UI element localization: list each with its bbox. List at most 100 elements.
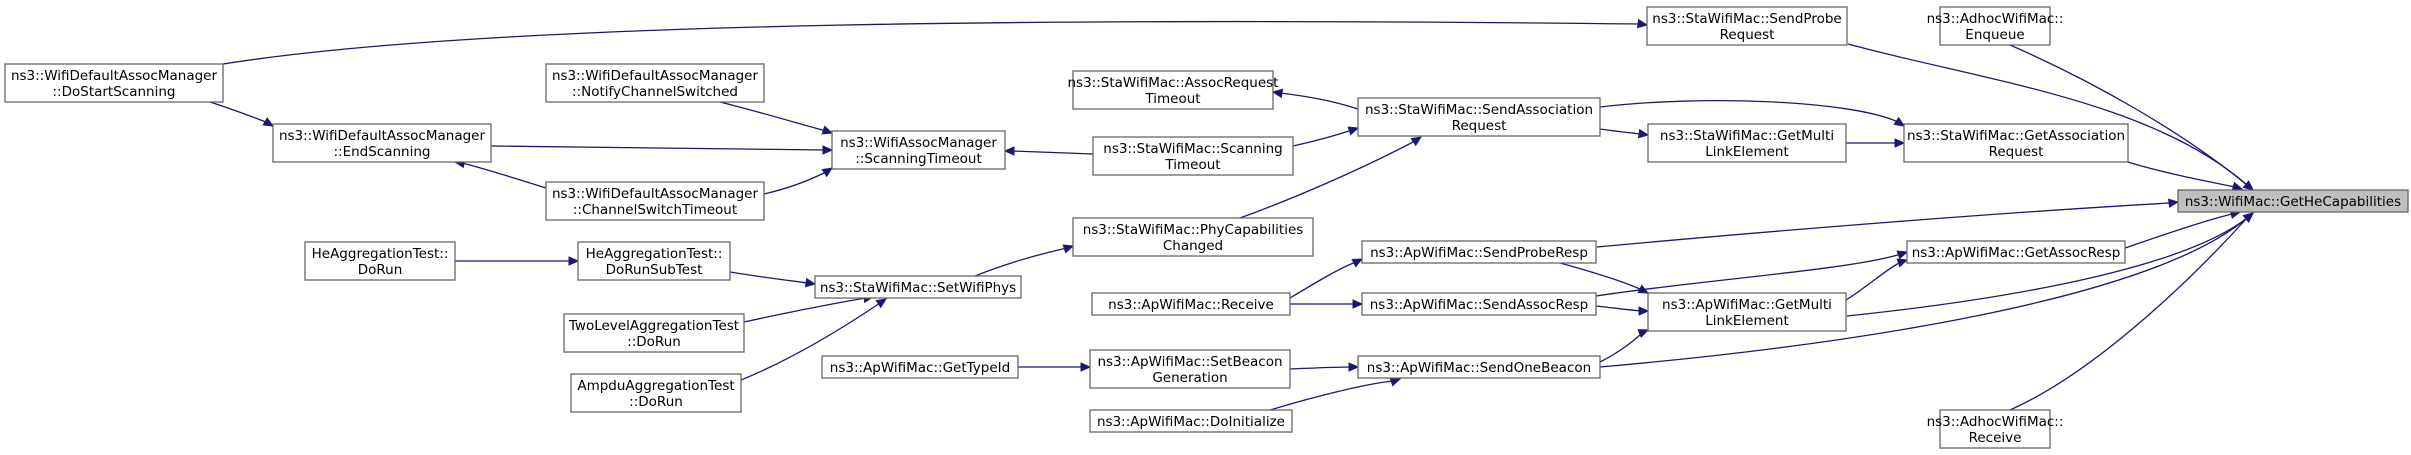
node-label: ns3::StaWifiMac::PhyCapabilities — [1083, 222, 1304, 238]
node-ap-get-type-id[interactable]: ns3::ApWifiMac::GetTypeId — [821, 355, 1019, 379]
node-box — [1647, 123, 1847, 163]
call-edge-line — [1599, 217, 2248, 368]
call-edge — [1292, 126, 1360, 147]
node-adhoc-receive[interactable]: ns3::AdhocWifiMac::Receive — [1927, 409, 2064, 449]
call-edge — [1289, 258, 1364, 299]
node-label: TwoLevelAggregationTest — [568, 318, 739, 334]
call-edge — [729, 271, 817, 288]
call-edge-line — [2124, 213, 2233, 249]
node-box — [821, 355, 1019, 379]
node-label: DoRun — [358, 262, 403, 278]
node-box — [831, 130, 1006, 170]
call-edge — [1847, 43, 2254, 191]
call-edge-line — [209, 101, 267, 123]
node-default-end-scanning[interactable]: ns3::WifiDefaultAssocManager::EndScannin… — [272, 123, 492, 163]
arrow-head-icon — [1348, 362, 1360, 372]
call-edge — [1599, 329, 1650, 363]
call-edge-line — [729, 271, 809, 284]
node-box — [814, 275, 1022, 299]
node-ampdu-aggregation-do-run[interactable]: AmpduAggregationTest::DoRun — [570, 373, 742, 413]
call-edge-line — [2127, 161, 2236, 188]
node-box — [563, 313, 745, 353]
call-edge-line — [740, 302, 881, 381]
node-label: LinkElement — [1705, 313, 1789, 329]
node-ap-send-assoc-resp[interactable]: ns3::ApWifiMac::SendAssocResp — [1361, 292, 1597, 316]
node-box — [1361, 292, 1597, 316]
node-default-do-start-scanning[interactable]: ns3::WifiDefaultAssocManager::DoStartSca… — [4, 63, 224, 103]
node-ap-send-probe-resp[interactable]: ns3::ApWifiMac::SendProbeResp — [1361, 240, 1597, 264]
call-edge — [740, 298, 888, 381]
node-box — [1072, 217, 1314, 257]
arrow-head-icon — [2242, 212, 2254, 223]
node-label: ns3::ApWifiMac::SetBeacon — [1097, 354, 1282, 370]
call-edge — [974, 244, 1075, 277]
node-default-channel-switch-timeout[interactable]: ns3::WifiDefaultAssocManager::ChannelSwi… — [545, 181, 765, 221]
node-label: ns3::ApWifiMac::GetTypeId — [830, 360, 1010, 376]
call-edge-line — [1559, 262, 1643, 291]
node-label: ns3::WifiDefaultAssocManager — [279, 128, 486, 144]
call-edge-line — [1239, 140, 1416, 219]
call-edge — [1595, 250, 1909, 297]
node-ap-send-one-beacon[interactable]: ns3::ApWifiMac::SendOneBeacon — [1357, 355, 1601, 379]
node-label: Timeout — [1144, 91, 1200, 107]
node-label: ns3::ApWifiMac::SendProbeResp — [1370, 245, 1588, 261]
call-edge — [455, 256, 580, 266]
node-ap-do-initialize[interactable]: ns3::ApWifiMac::DoInitialize — [1089, 409, 1293, 433]
node-box — [1939, 6, 2051, 46]
call-edge — [1845, 138, 1906, 148]
node-label: ns3::WifiAssocManager — [840, 135, 997, 151]
call-edge — [2124, 209, 2242, 249]
node-label: ::DoRun — [629, 394, 683, 410]
node-label: ::ScanningTimeout — [855, 151, 982, 167]
arrow-head-icon — [1003, 146, 1015, 156]
arrow-head-icon — [2242, 180, 2254, 191]
node-box — [1072, 70, 1274, 110]
node-label: ns3::WifiDefaultAssocManager — [552, 186, 759, 202]
node-ap-receive[interactable]: ns3::ApWifiMac::Receive — [1091, 292, 1291, 316]
node-box — [1903, 123, 2129, 163]
node-label: AmpduAggregationTest — [577, 378, 734, 394]
call-edge — [763, 167, 834, 195]
node-he-aggregation-do-run-sub-test[interactable]: HeAggregationTest::DoRunSubTest — [577, 241, 731, 281]
node-sta-set-wifi-phys[interactable]: ns3::StaWifiMac::SetWifiPhys — [814, 275, 1022, 299]
node-assoc-manager-scanning-timeout[interactable]: ns3::WifiAssocManager::ScanningTimeout — [831, 130, 1006, 170]
node-box — [1646, 6, 1848, 46]
arrow-head-icon — [2167, 198, 2180, 208]
node-label: ns3::AdhocWifiMac:: — [1927, 11, 2064, 27]
node-label: ::DoRun — [627, 334, 681, 350]
call-edge-line — [2009, 217, 2248, 411]
arrow-head-icon — [875, 298, 888, 309]
call-edge-line — [1845, 261, 1902, 301]
arrow-head-icon — [804, 277, 817, 288]
node-label: Request — [1452, 118, 1507, 134]
call-edge-line — [1011, 150, 1094, 155]
node-two-level-aggregation-do-run[interactable]: TwoLevelAggregationTest::DoRun — [563, 313, 745, 353]
node-default-notify-channel-switched[interactable]: ns3::WifiDefaultAssocManager::NotifyChan… — [545, 63, 765, 103]
node-he-aggregation-do-run[interactable]: HeAggregationTest::DoRun — [304, 241, 456, 281]
arrow-head-icon — [1271, 88, 1284, 99]
node-wifimac-get-he-capabilities[interactable]: ns3::WifiMac::GetHeCapabilities — [2177, 189, 2409, 213]
call-edge — [1599, 128, 1650, 139]
node-label: HeAggregationTest:: — [312, 246, 449, 262]
node-adhoc-enqueue[interactable]: ns3::AdhocWifiMac::Enqueue — [1927, 6, 2064, 46]
node-box — [272, 123, 492, 163]
node-box — [1089, 409, 1293, 433]
call-edge — [1599, 100, 1906, 127]
node-label: ns3::StaWifiMac::AssocRequest — [1068, 75, 1279, 91]
node-sta-scanning-timeout[interactable]: ns3::StaWifiMac::ScanningTimeout — [1092, 136, 1294, 176]
node-box — [545, 181, 765, 221]
arrow-head-icon — [1080, 362, 1092, 372]
node-label: ns3::StaWifiMac::GetAssociation — [1907, 128, 2125, 144]
call-edge-line — [1595, 253, 1902, 297]
call-edge — [719, 101, 834, 135]
node-box — [1647, 292, 1847, 332]
node-ap-get-assoc-resp[interactable]: ns3::ApWifiMac::GetAssocResp — [1906, 240, 2126, 264]
